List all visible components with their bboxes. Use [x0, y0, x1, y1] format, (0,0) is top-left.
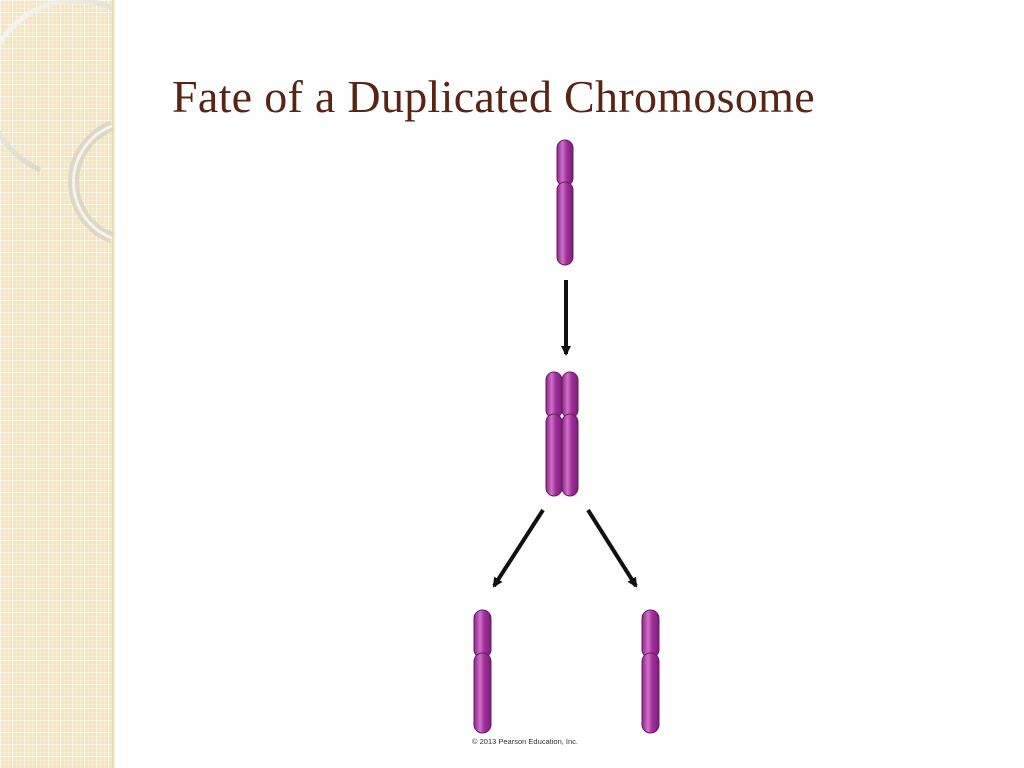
daughter-chromosome-right — [641, 609, 660, 734]
decorative-side-band — [0, 0, 112, 768]
daughter-chromosome-left — [473, 609, 492, 734]
decorative-ring-upper — [0, 0, 114, 173]
separation-arrow-right — [586, 508, 638, 588]
duplicated-chromosome — [545, 371, 579, 497]
sister-chromatid-left — [545, 371, 563, 497]
side-band-edge — [112, 0, 116, 768]
decorative-rings — [0, 0, 115, 244]
slide-title: Fate of a Duplicated Chromosome — [172, 71, 815, 122]
copyright-credit: © 2013 Pearson Education, Inc. — [472, 737, 579, 746]
sister-chromatid-right — [561, 371, 579, 497]
unduplicated-chromosome — [556, 139, 574, 266]
separation-arrow-left — [492, 508, 545, 588]
